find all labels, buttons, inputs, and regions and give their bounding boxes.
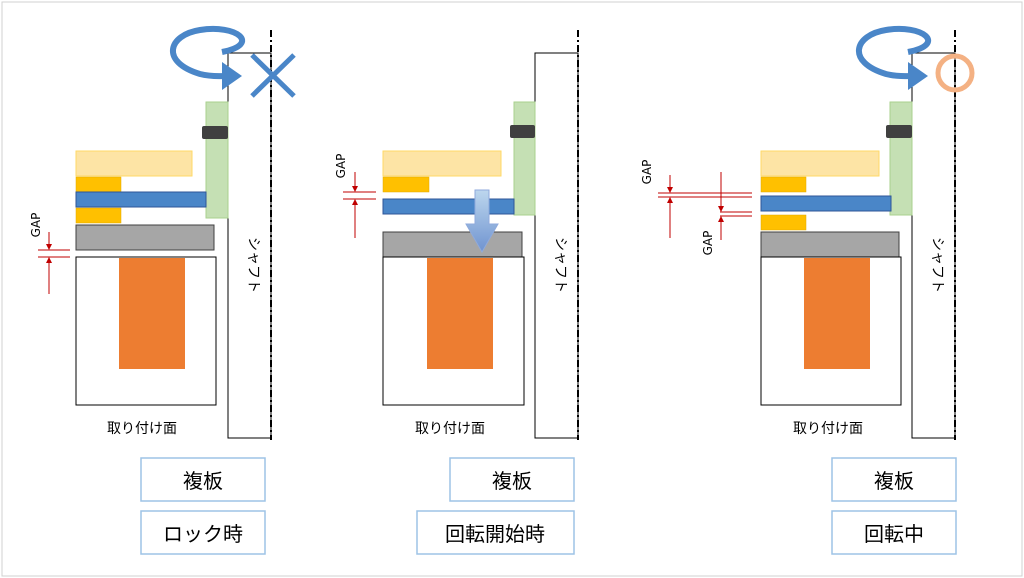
mount-label: 取り付け面 [415,421,485,437]
dark-pin [202,126,228,139]
down-arrow-icon [465,189,499,254]
state-box [140,510,266,555]
dark-pin [886,125,912,138]
green-hub [513,101,536,216]
state-label: 回転開始時 [445,522,545,546]
gap-label: GAP [29,213,43,238]
panel-rotating: シャフト 取り付け面 GAP GAP 複板 回転中 [640,25,975,555]
green-hub [889,101,913,216]
shaft-label: シャフト [245,237,261,293]
top-plate [760,150,880,177]
armature-plate [760,231,900,258]
state-label: ロック時 [163,522,243,546]
plate-type-box [831,457,957,502]
yellow-pad-lower [760,214,807,231]
circle-icon [935,53,975,93]
rotation-arrow-head [222,62,242,90]
yellow-pad-upper [75,176,122,193]
cross-icon [250,53,296,98]
blue-disc [760,195,892,212]
rotation-arrow [855,25,932,80]
yellow-pad-lower [75,207,122,224]
plate-type-label: 複板 [874,469,914,493]
yellow-pad-upper [382,176,430,193]
plate-type-label: 複板 [183,469,223,493]
gap-label-2: GAP [701,231,715,256]
coil [804,258,870,369]
panel-lock: シャフト 取り付け面 GAP 複板 ロック時 [29,25,296,555]
shaft [911,52,956,439]
plate-type-label: 複板 [492,469,532,493]
shaft-label: シャフト [929,237,945,293]
yellow-pad-upper [760,176,807,193]
shaft [227,52,272,439]
dark-pin [510,125,535,138]
panel-start: シャフト 取り付け面 GAP 複板 回転開始時 [334,30,579,555]
green-hub [205,101,229,219]
top-plate [75,150,193,177]
gap-label: GAP [640,160,654,185]
coil [427,258,493,369]
gap-label: GAP [334,154,348,179]
mount-label: 取り付け面 [793,421,863,437]
shaft-label: シャフト [552,237,568,293]
state-box [416,510,575,555]
state-label: 回転中 [864,522,924,546]
armature-plate [75,224,215,251]
top-plate [382,150,502,177]
blue-disc [382,198,515,215]
armature-plate [382,231,523,258]
state-box [831,510,957,555]
plate-type-box [449,457,575,502]
mount-label: 取り付け面 [107,421,177,437]
rotation-arrow-head [908,62,928,90]
blue-disc [75,191,207,208]
coil [119,258,185,369]
rotation-arrow [169,25,246,80]
plate-type-box [140,457,266,502]
